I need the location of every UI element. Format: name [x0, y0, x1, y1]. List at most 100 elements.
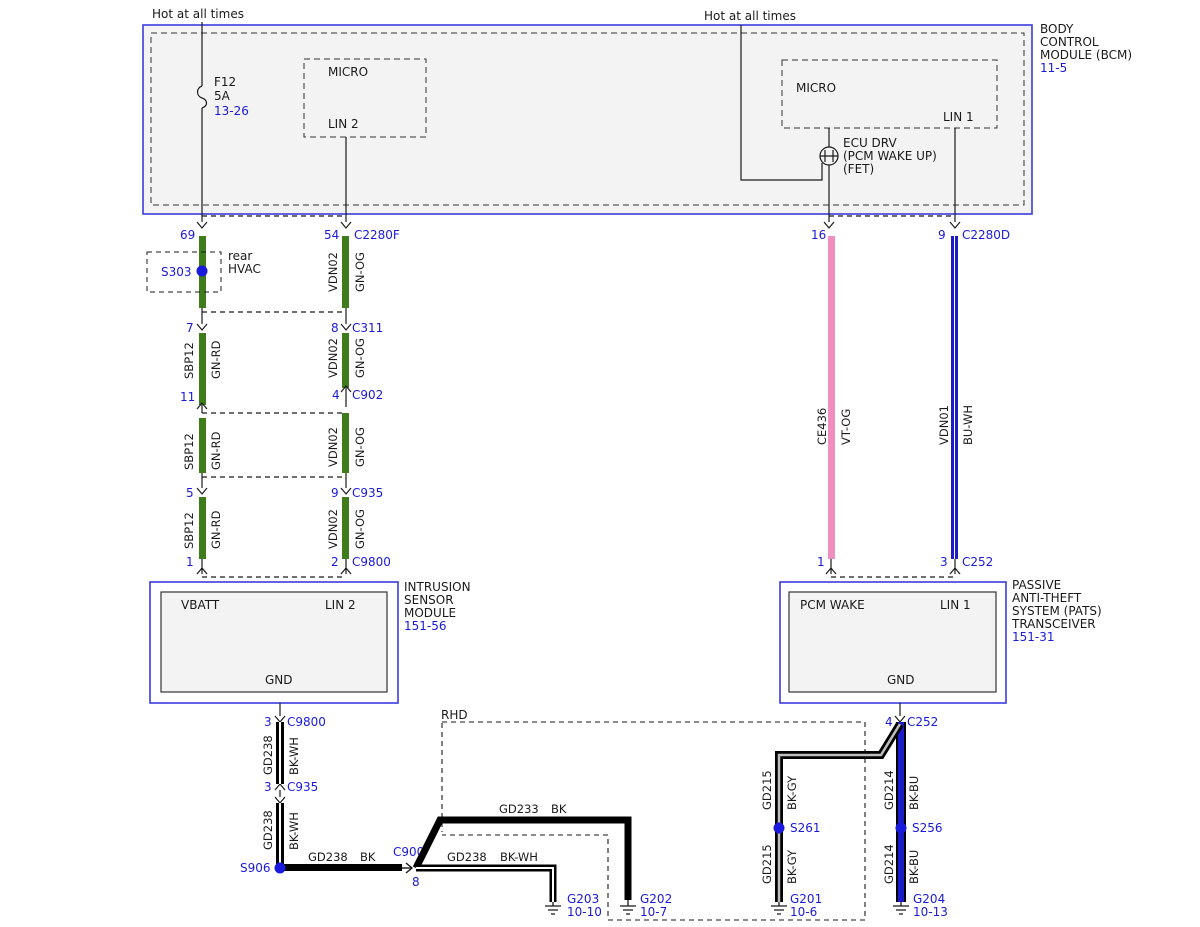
pin-1-c252: 1 [817, 555, 825, 569]
blue-wire-vdn01 [951, 236, 958, 559]
green-wire-left [199, 236, 206, 559]
ground-g202-ref[interactable]: 10-7 [640, 905, 667, 919]
s303-note-1: rear [228, 249, 252, 263]
wire-gd214 [896, 722, 906, 902]
connector-c935[interactable]: C935 [352, 486, 383, 500]
wire-gd238-b: GD238 [261, 810, 275, 850]
fuse-icon [196, 85, 208, 109]
splice-s303[interactable] [146, 251, 222, 293]
pin-69-arrow [196, 221, 208, 229]
wire-vdn02-3: VDN02 [326, 427, 340, 467]
wire-gn-rd-3: GN-RD [209, 510, 223, 549]
wire-bk-bu-b: BK-BU [907, 850, 921, 884]
connector-c9800[interactable]: C9800 [352, 555, 391, 569]
wire-gd238-upper [276, 722, 284, 784]
connector-c2280d[interactable]: C2280D [962, 228, 1010, 242]
ground-g203[interactable]: G203 [567, 892, 599, 906]
ism-ref[interactable]: 151-56 [404, 619, 447, 633]
wire-vdn02-1: VDN02 [326, 252, 340, 292]
bcm-micro-right-label: MICRO [796, 81, 836, 95]
ecu-drv-label-3: (FET) [843, 162, 874, 176]
ground-g203-ref[interactable]: 10-10 [567, 905, 602, 919]
wire-gd233 [412, 816, 632, 900]
hot-feed-right [740, 25, 823, 181]
pin-54-arrow [340, 221, 352, 229]
pats-lin1: LIN 1 [940, 598, 971, 612]
ism-lin2: LIN 2 [325, 598, 356, 612]
ground-g204-ref[interactable]: 10-13 [913, 905, 948, 919]
splice-s906-label: S906 [240, 861, 271, 875]
connector-c252-top[interactable]: C252 [962, 555, 993, 569]
fuse-ref[interactable]: 13-26 [214, 104, 249, 118]
wire-sbp12-3: SBP12 [182, 512, 196, 549]
wire-gn-og-3: GN-OG [353, 427, 367, 467]
bcm-lin2-label: LIN 2 [328, 117, 359, 131]
ground-g204[interactable]: G204 [913, 892, 945, 906]
wire-gd238-lower [276, 803, 284, 867]
wire-sbp12-2: SBP12 [182, 433, 196, 470]
ground-g201[interactable]: G201 [790, 892, 822, 906]
wire-gn-og-4: GN-OG [353, 509, 367, 549]
wire-vdn02-2: VDN02 [326, 338, 340, 378]
pink-wire-ce436 [828, 236, 835, 559]
wire-bk-wh-c: BK-WH [500, 850, 538, 864]
wire-bu-wh: BU-WH [961, 405, 975, 445]
wire-gd238-bk [280, 864, 402, 871]
wire-bk-h: BK [360, 850, 376, 864]
pin-3-c252: 3 [940, 555, 948, 569]
pats-pcm-wake: PCM WAKE [800, 598, 865, 612]
wire-gd238-a: GD238 [261, 735, 275, 775]
wire-gn-rd-2: GN-RD [209, 431, 223, 470]
wire-bk-wh-a: BK-WH [287, 737, 301, 775]
connector-c935-gnd[interactable]: C935 [287, 780, 318, 794]
pin-2-c9800: 2 [331, 555, 339, 569]
pin-9-arrow [949, 221, 961, 229]
wire-vt-og: VT-OG [839, 409, 853, 445]
pats-name-3: SYSTEM (PATS) [1012, 604, 1102, 618]
fet-icon [819, 146, 839, 166]
splice-s906[interactable] [274, 862, 286, 874]
connector-c900[interactable]: C900 [393, 845, 424, 859]
ecu-drv-label-2: (PCM WAKE UP) [843, 149, 937, 163]
splice-s261[interactable] [773, 822, 785, 834]
pin-4-c252: 4 [885, 715, 893, 729]
wire-gd238-g203 [416, 864, 557, 902]
ism-name-3: MODULE [404, 606, 456, 620]
wire-bk-wh-b: BK-WH [287, 812, 301, 850]
ground-g201-icon [771, 902, 787, 915]
ism-gnd: GND [265, 673, 293, 687]
wire-sbp12-1: SBP12 [182, 342, 196, 379]
ground-g202-icon [620, 900, 636, 915]
connector-c902[interactable]: C902 [352, 388, 383, 402]
pin-3-c9800: 3 [264, 715, 272, 729]
pin-16: 16 [811, 228, 826, 242]
ism-name-2: SENSOR [404, 593, 454, 607]
connector-c311[interactable]: C311 [352, 321, 383, 335]
pats-name-4: TRANSCEIVER [1011, 617, 1096, 631]
pats-gnd: GND [887, 673, 915, 687]
bcm-name-2: CONTROL [1040, 35, 1099, 49]
wire-gd214-b: GD214 [882, 844, 896, 884]
pin-54: 54 [324, 228, 339, 242]
pin-4: 4 [332, 388, 340, 402]
ecu-drv-label-1: ECU DRV [843, 136, 897, 150]
rhd-label: RHD [441, 708, 468, 722]
wire-gn-og-2: GN-OG [353, 338, 367, 378]
connector-c252-gnd[interactable]: C252 [907, 715, 938, 729]
connector-c9800-gnd[interactable]: C9800 [287, 715, 326, 729]
wire-gn-rd-1: GN-RD [209, 340, 223, 379]
wire-gd238-h: GD238 [308, 850, 348, 864]
bcm-micro-left-label: MICRO [328, 65, 368, 79]
ground-g202[interactable]: G202 [640, 892, 672, 906]
splice-s303-label: S303 [161, 265, 192, 279]
bcm-ref[interactable]: 11-5 [1040, 61, 1067, 75]
splice-s256[interactable] [895, 822, 907, 834]
pats-transceiver [779, 581, 1007, 704]
wire-gd233-label: GD233 [499, 802, 539, 816]
hot-label-left: Hot at all times [152, 7, 244, 21]
pats-ref[interactable]: 151-31 [1012, 630, 1055, 644]
ground-g201-ref[interactable]: 10-6 [790, 905, 817, 919]
connector-c2280f[interactable]: C2280F [354, 228, 400, 242]
pin-9-c935: 9 [331, 486, 339, 500]
